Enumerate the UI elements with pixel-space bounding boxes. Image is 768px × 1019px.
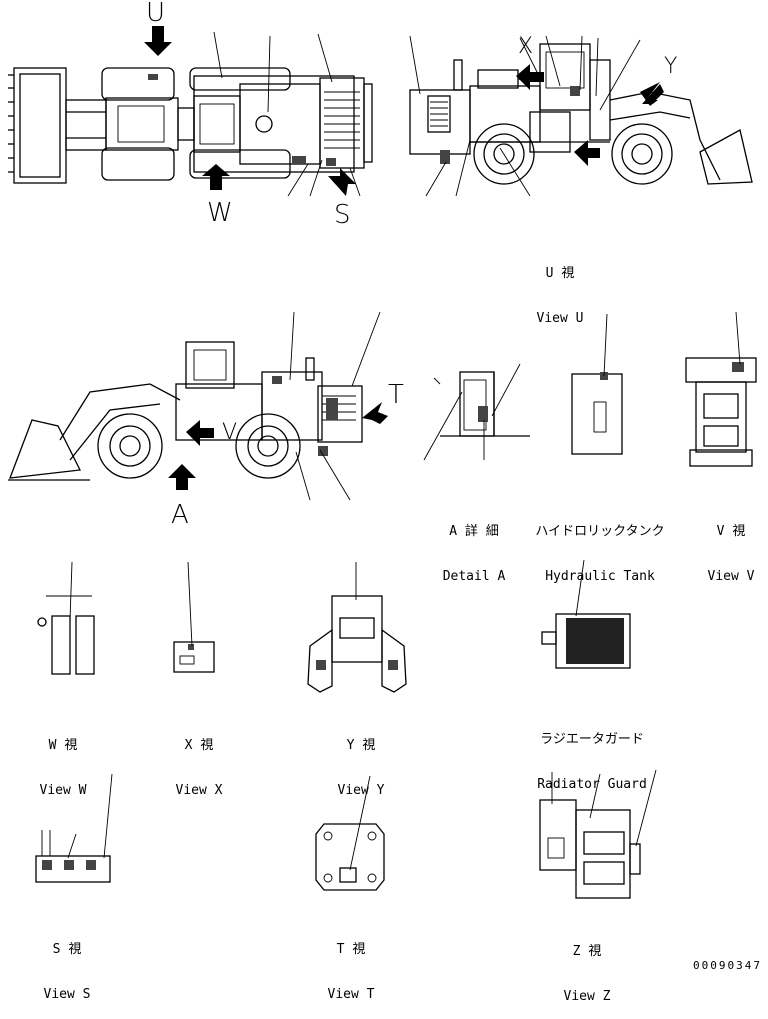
view-v-drawing [685, 311, 757, 467]
callout-v: V [222, 420, 238, 445]
view-w-en: View W [39, 783, 87, 798]
callout-y: Y [664, 54, 678, 79]
radiator-guard-caption: ラジエータガード Radiator Guard [524, 702, 660, 807]
callout-x: X [518, 34, 534, 59]
view-w-drawing [37, 561, 95, 675]
view-y-caption: Y 視 View Y [326, 708, 396, 813]
callout-a: A [171, 500, 189, 530]
view-u-loader [409, 35, 753, 197]
view-s-jp: S 視 [52, 942, 82, 957]
view-y-jp: Y 視 [346, 738, 376, 753]
view-z-en: View Z [563, 989, 611, 1004]
view-t-caption: T 視 View T [316, 912, 386, 1017]
view-s-caption: S 視 View S [32, 912, 102, 1017]
radiator-guard-en: Radiator Guard [537, 777, 647, 792]
hydraulic-tank-en: Hydraulic Tank [545, 569, 655, 584]
detail-a-jp: A 詳 細 [449, 524, 499, 539]
view-u-caption: U 視 View U [520, 236, 600, 341]
view-v-en: View V [707, 569, 755, 584]
view-x-caption: X 視 View X [164, 708, 234, 813]
top-view-loader [8, 26, 373, 197]
view-s-drawing [35, 773, 113, 883]
radiator-guard-drawing [541, 559, 631, 669]
detail-a-drawing [423, 363, 530, 461]
hydraulic-tank-jp: ハイドロリックタンク [535, 524, 665, 539]
view-s-en: View S [43, 987, 91, 1002]
detail-a-caption: A 詳 細 Detail A [428, 494, 520, 599]
view-w-jp: W 視 [48, 738, 78, 753]
view-u-en: View U [536, 311, 584, 326]
callout-t: T [388, 380, 404, 410]
view-x-drawing [173, 561, 215, 673]
callout-s: S [334, 200, 351, 230]
view-v-caption: V 視 View V [696, 494, 766, 599]
hydraulic-tank-caption: ハイドロリックタンク Hydraulic Tank [530, 494, 670, 599]
view-v-jp: V 視 [716, 524, 746, 539]
view-y-drawing [307, 562, 407, 693]
view-z-drawing [539, 769, 657, 899]
view-x-en: View X [175, 783, 223, 798]
callout-w: W [207, 198, 233, 228]
view-x-jp: X 視 [184, 738, 214, 753]
parts-diagram [8, 26, 757, 899]
callout-u: U [146, 0, 166, 28]
radiator-guard-jp: ラジエータガード [540, 732, 644, 747]
hydraulic-tank-drawing [571, 313, 623, 455]
view-t-drawing [315, 775, 385, 891]
drawing-number: 00090347 [693, 959, 762, 972]
view-t-jp: T 視 [336, 942, 366, 957]
left-side-loader [8, 311, 388, 501]
view-w-caption: W 視 View W [28, 708, 98, 813]
view-t-en: View T [327, 987, 375, 1002]
view-z-jp: Z 視 [572, 944, 602, 959]
view-u-jp: U 視 [545, 266, 575, 281]
view-y-en: View Y [337, 783, 385, 798]
detail-a-en: Detail A [442, 569, 506, 584]
view-z-caption: Z 視 View Z [552, 914, 622, 1019]
